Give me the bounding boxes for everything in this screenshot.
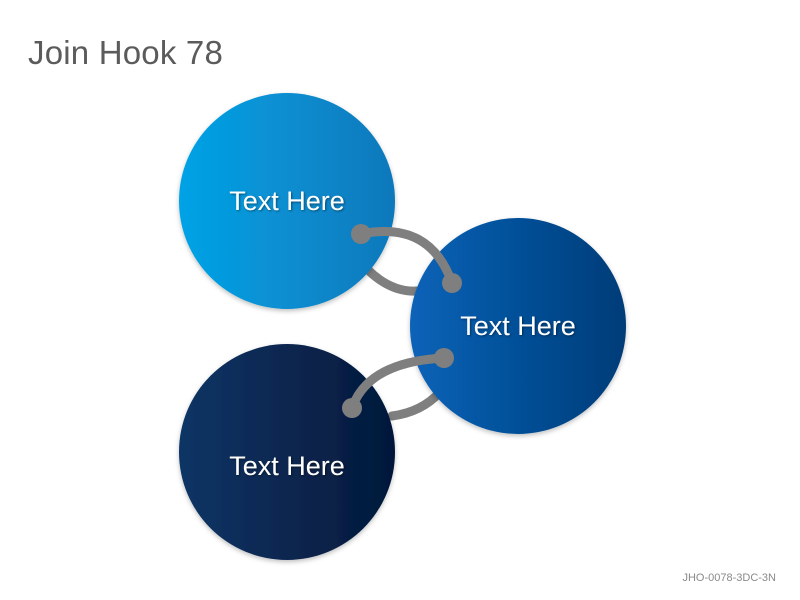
node-right[interactable]: Text Here — [410, 218, 626, 434]
hook-lower — [342, 348, 454, 418]
hook-upper-back — [363, 265, 430, 296]
node-top-left[interactable]: Text Here — [179, 93, 395, 309]
hook-upper-start-dot — [351, 224, 371, 244]
node-circle — [179, 344, 395, 560]
node-label: Text Here — [229, 451, 345, 481]
node-circle — [410, 218, 626, 434]
hook-upper-end-dot — [442, 273, 462, 293]
hook-lower-back — [387, 387, 445, 421]
hook-lower-arc — [347, 353, 449, 413]
hook-lower-end-dot — [434, 348, 454, 368]
hook-upper-arc — [356, 226, 457, 288]
node-circle — [179, 93, 395, 309]
hook-upper — [351, 224, 462, 293]
node-bottom-left[interactable]: Text Here — [179, 344, 395, 560]
hook-lower-start-dot — [342, 398, 362, 418]
node-label: Text Here — [460, 311, 576, 341]
node-label: Text Here — [229, 186, 345, 216]
slide-title: Join Hook 78 — [28, 34, 224, 71]
slide-code: JHO-0078-3DC-3N — [682, 572, 776, 584]
